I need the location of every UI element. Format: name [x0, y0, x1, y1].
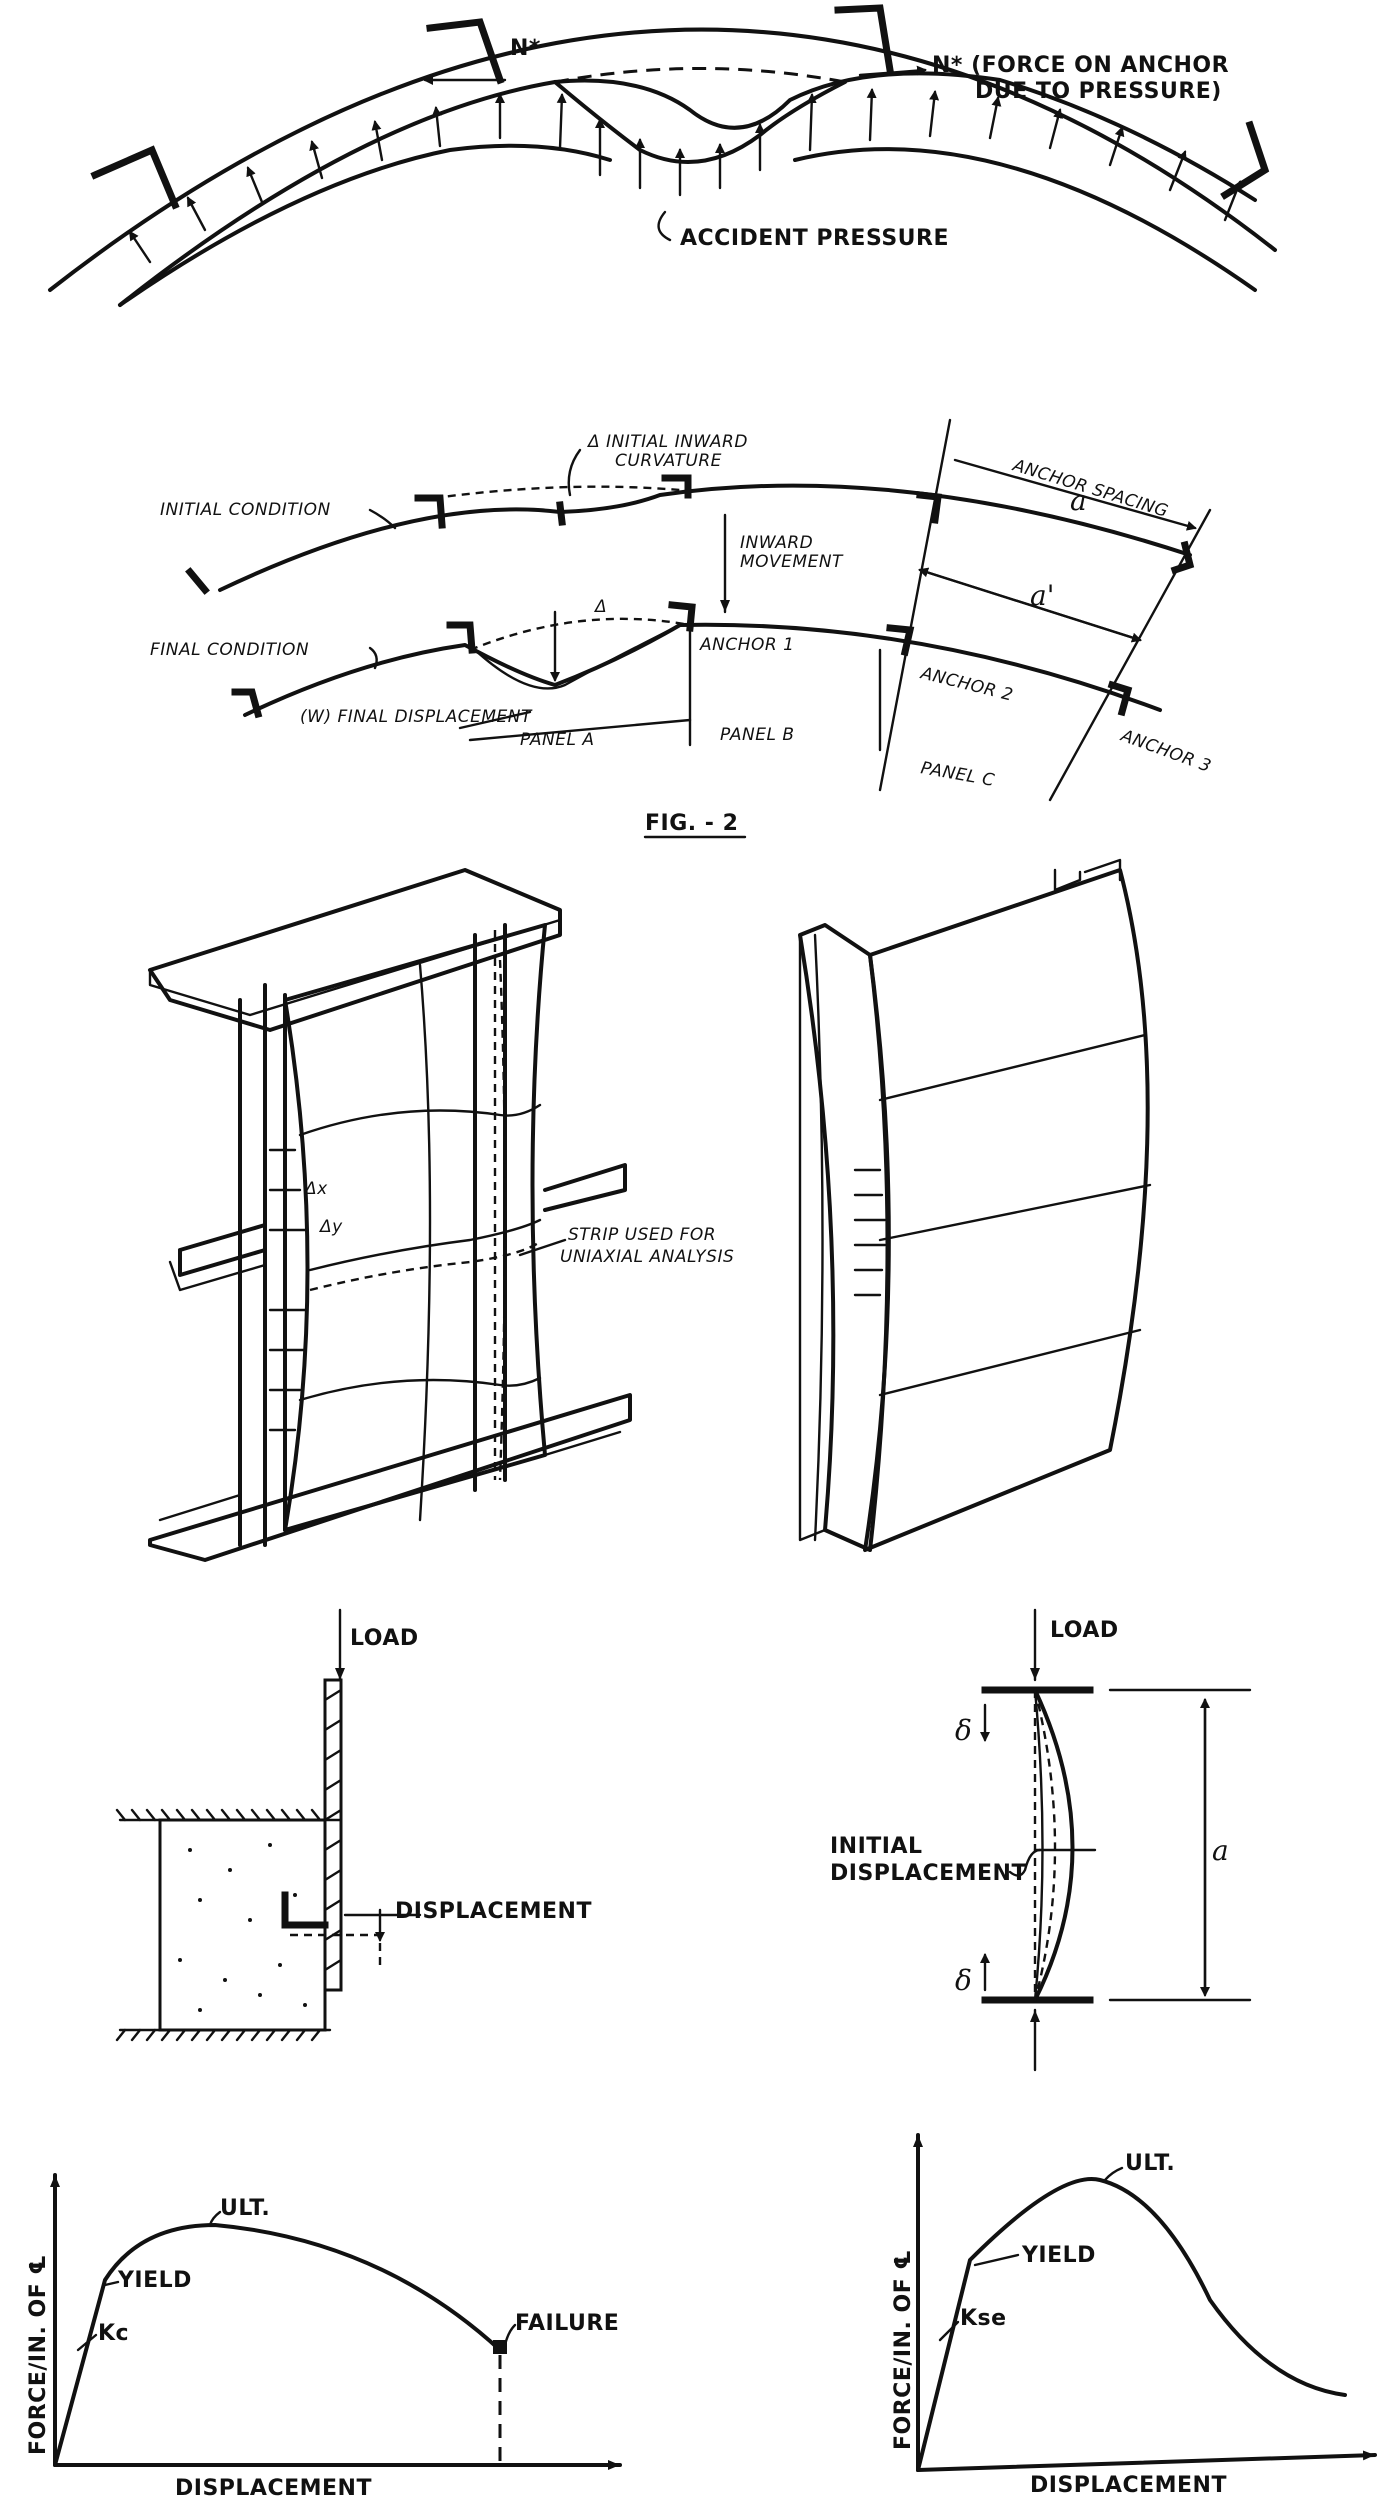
final-anchor-far-left: [231, 688, 263, 719]
panel-a-label: PANEL A: [520, 730, 595, 750]
accident-pressure-label: ACCIDENT PRESSURE: [680, 226, 949, 251]
middle-channel: [178, 1163, 627, 1277]
initial-curvature-dashed: [419, 485, 681, 502]
anchor-2-label: ANCHOR 2: [918, 663, 1015, 705]
test-plate: [323, 1678, 343, 1992]
anchor-force-symbol: N*: [510, 36, 541, 61]
fig5-right-curve: FORCE/IN. OF ℄ DISPLACEMENT ULT. YIELD K…: [891, 2133, 1377, 2497]
left-xlabel: DISPLACEMENT: [175, 2476, 372, 2497]
initial-anchor-mid: [556, 501, 566, 526]
fig1-liner-pressure: N* N* (FORCE ON ANCHOR DUE TO PRESSURE) …: [48, 4, 1277, 307]
final-displaced-liner: [473, 623, 682, 690]
left-curve: [53, 2223, 502, 2467]
pressure-arrows: [128, 88, 1242, 264]
fig2-caption: FIG. - 2: [645, 811, 738, 836]
spacing-a: a: [1070, 484, 1087, 517]
initial-anchor-far-left: [185, 567, 210, 595]
strip-label-1: STRIP USED FOR: [568, 1225, 716, 1245]
right-x-axis: [916, 2450, 1377, 2472]
left-failure: FAILURE: [515, 2311, 619, 2336]
delta-top: δ: [955, 1714, 972, 1747]
liner-arc: [118, 71, 1257, 307]
anchor-force-note-2: DUE TO PRESSURE): [975, 79, 1222, 104]
right-ult: ULT.: [1125, 2151, 1175, 2176]
inward-movement-1: INWARD: [740, 533, 813, 553]
right-stiffness: Kse: [960, 2306, 1007, 2331]
concrete-outer-arc: [48, 27, 1277, 292]
anchor-far-left: [90, 145, 180, 210]
initial-condition-label: INITIAL CONDITION: [160, 500, 331, 520]
anchor-left: [426, 18, 505, 85]
final-displacement-label: (W) FINAL DISPLACEMENT: [300, 707, 533, 727]
spacing-a-dim: [953, 458, 1197, 531]
left-ult: ULT.: [220, 2196, 270, 2221]
final-displacement-dashed: [469, 617, 691, 652]
original-liner-dashed: [554, 67, 846, 84]
left-stiffness: Kc: [98, 2321, 129, 2346]
delta-bottom: δ: [955, 1964, 972, 1997]
anchor-1-label: ANCHOR 1: [699, 635, 794, 655]
initial-curvature-1: Δ INITIAL INWARD: [586, 432, 748, 452]
liner-inner-arc: [118, 143, 612, 307]
left-ylabel: FORCE/IN. OF ℄: [26, 2254, 51, 2455]
left-yield: YIELD: [117, 2268, 192, 2293]
right-ylabel: FORCE/IN. OF ℄: [891, 2249, 916, 2450]
initial-anchor-left: [414, 494, 446, 529]
load-right-label: LOAD: [1050, 1618, 1119, 1643]
right-pressure-ticks: [853, 1168, 887, 1297]
fig2-panel-conditions: INITIAL CONDITION Δ INITIAL INWARD CURVA…: [150, 418, 1214, 839]
length-a: a: [1212, 1834, 1229, 1867]
fig4-test-setups: LOAD DISPLACEMENT LOAD a: [115, 1608, 1252, 2072]
right-stiffener: [473, 923, 507, 1492]
right-panel-outline: [863, 868, 1150, 1552]
delta-x: Δx: [303, 1179, 328, 1199]
initial-disp-2: DISPLACEMENT: [830, 1861, 1027, 1886]
right-curve: [916, 2177, 1347, 2472]
inward-movement-2: MOVEMENT: [740, 552, 844, 572]
concrete-speckle: [178, 1843, 307, 2012]
delta-y: Δy: [318, 1217, 343, 1237]
pressure-leader: [657, 210, 672, 242]
spacing-a-prime: a': [1030, 579, 1054, 612]
anchor-force-arrow-right: [858, 65, 927, 77]
anchor-right: [834, 4, 895, 75]
strip-label-2: UNIAXIAL ANALYSIS: [560, 1247, 734, 1267]
fig5-left-curve: FORCE/IN. OF ℄ DISPLACEMENT ULT. YIELD K…: [26, 2173, 622, 2497]
panel-c-label: PANEL C: [919, 758, 996, 791]
displacement-label: DISPLACEMENT: [395, 1899, 592, 1924]
buckled-strip: [1033, 1688, 1075, 2002]
right-stiffener-profile: [798, 923, 890, 1552]
final-condition-label: FINAL CONDITION: [150, 640, 309, 660]
delta-label: Δ: [593, 597, 607, 617]
test-anchor: [281, 1891, 329, 1929]
initial-disp-1: INITIAL: [830, 1834, 923, 1859]
initial-anchor-c: [916, 491, 942, 524]
initial-condition-arc: [218, 483, 1192, 592]
anchor-force-note-1: N* (FORCE ON ANCHOR: [932, 53, 1229, 78]
final-anchor-3: [1107, 680, 1133, 717]
liner-inner-arc-right: [793, 147, 1257, 292]
panel-b-label: PANEL B: [720, 725, 795, 745]
anchor-3-label: ANCHOR 3: [1117, 726, 1214, 777]
bottom-channel: [148, 1393, 632, 1562]
final-anchor-a: [446, 621, 476, 654]
right-yield: YIELD: [1021, 2243, 1096, 2268]
pressure-ticks: [268, 1148, 307, 1432]
initial-anchor-b: [661, 474, 692, 499]
initial-curvature-2: CURVATURE: [615, 451, 722, 471]
load-left-label: LOAD: [350, 1626, 419, 1651]
fig3-panel-isometric: Δx Δy STRIP USED FOR UNIAXIAL ANALYSIS: [148, 858, 1152, 1562]
right-xlabel: DISPLACEMENT: [1030, 2473, 1227, 2497]
top-channel: [148, 868, 562, 1032]
